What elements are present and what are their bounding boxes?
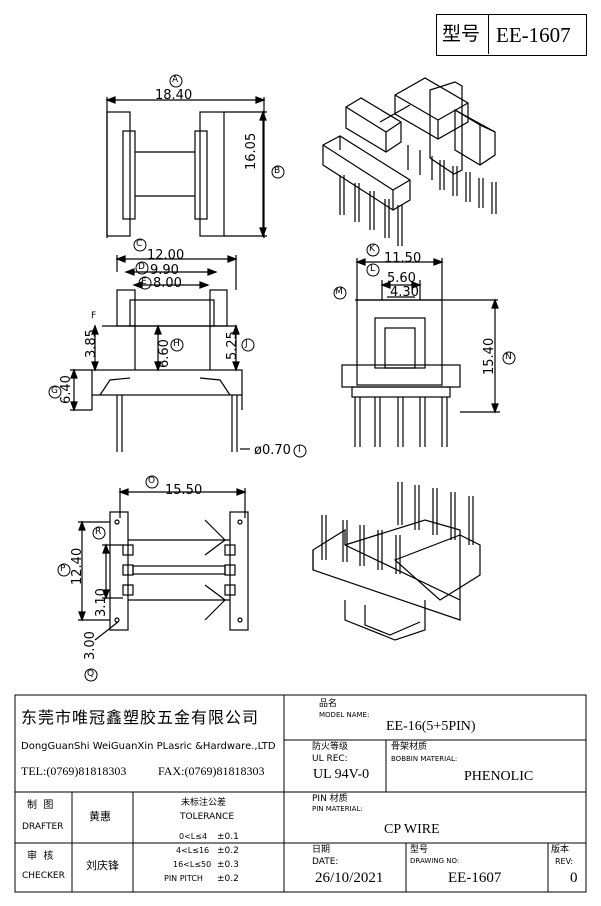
ul-label-cn: 防火等级 [312, 742, 349, 752]
date-label-cn: 日期 [312, 845, 331, 855]
dim-l-letter: L [370, 264, 376, 274]
checker-label-en: CHECKER [22, 871, 65, 881]
dim-a-value: 18.40 [155, 88, 193, 103]
dim-q-value: 3.00 [83, 631, 98, 660]
model-box: 型号 EE-1607 [436, 14, 587, 56]
dim-r-letter: R [95, 527, 102, 537]
dim-d-value: 9.90 [150, 263, 179, 278]
drafter-label-cn: 制 图 [27, 800, 54, 811]
dim-j-letter: J [245, 339, 248, 349]
side-view [341, 258, 500, 447]
dim-b-letter: B [274, 166, 281, 176]
dim-e-letter: E [141, 277, 147, 287]
bobbin-label-en: BOBBIN MATERIAL: [391, 755, 458, 763]
isometric-view-bottom [312, 482, 481, 641]
tolerance-range: 16<L≤50 [173, 860, 212, 869]
dim-i-letter: I [298, 445, 301, 455]
drawing-label-cn: 型号 [410, 845, 429, 855]
dim-p-letter: P [60, 564, 66, 574]
dim-o-letter: O [148, 476, 156, 486]
bobbin-label-cn: 骨架材质 [391, 742, 428, 752]
dim-d-letter: D [138, 262, 145, 272]
model-label: 型号 [442, 23, 481, 45]
date-value: 26/10/2021 [315, 870, 384, 886]
ul-label-en: UL REC: [312, 754, 348, 764]
dim-r-value: 3.10 [94, 588, 109, 617]
dim-i-value: ø0.70 [254, 443, 291, 458]
dim-c-letter: C [136, 239, 143, 249]
dim-m-letter: M [335, 287, 343, 297]
pin-label-cn: PIN 材质 [312, 794, 348, 804]
dim-g-value: 6.40 [59, 375, 74, 404]
tolerance-title-en: TOLERANCE [180, 812, 235, 822]
dim-f-value: 3.85 [84, 329, 99, 358]
pin-value: CP WIRE [384, 822, 440, 837]
tolerance-range: PIN PITCH [164, 874, 203, 883]
rev-label-cn: 版本 [551, 845, 570, 855]
drawing-value: EE-1607 [448, 870, 502, 886]
dim-e-value: 8.00 [153, 276, 182, 291]
checker-name: 刘庆锋 [86, 859, 119, 872]
date-label-en: DATE: [312, 857, 339, 867]
pin-label-en: PIN MATERIAL: [312, 805, 363, 813]
drafter-name: 黄惠 [89, 810, 111, 823]
dim-l-value: 5.60 [387, 271, 416, 286]
dim-q-letter: Q [87, 669, 95, 679]
tolerance-value: ±0.3 [217, 860, 239, 870]
dim-a-letter: A [172, 75, 179, 85]
dim-k-letter: K [369, 244, 375, 254]
dim-b-value: 16.05 [244, 132, 259, 170]
drafter-label-en: DRAFTER [22, 822, 64, 832]
front-view [70, 255, 250, 452]
dim-o-value: 15.50 [165, 483, 203, 498]
dim-n-value: 15.40 [482, 337, 497, 375]
dim-p-value: 12.40 [70, 547, 85, 585]
top-view [105, 96, 267, 238]
title-block-frame [14, 694, 587, 893]
dim-n-letter: N [505, 352, 512, 362]
bottom-view [78, 488, 249, 641]
company-fax: FAX:(0769)81818303 [158, 764, 265, 778]
isometric-view-top [322, 77, 497, 246]
dim-k-value: 11.50 [384, 251, 422, 266]
dimension-markers [48, 74, 516, 682]
model-name-value: EE-16(5+5PIN) [386, 719, 476, 734]
dim-c-value: 12.00 [147, 248, 185, 263]
ul-value: UL 94V-0 [313, 767, 370, 782]
dim-j-value: 5.25 [225, 331, 240, 360]
company-tel: TEL:(0769)81818303 [21, 764, 127, 778]
model-name-label-cn: 品名 [319, 699, 338, 709]
company-name-cn: 东莞市唯冠鑫塑胶五金有限公司 [21, 708, 260, 727]
rev-label-en: REV: [555, 857, 574, 866]
drawing-label-en: DRAWING NO: [410, 857, 460, 865]
tolerance-value: ±0.2 [217, 874, 239, 884]
bobbin-value: PHENOLIC [464, 769, 534, 784]
dim-g-letter: G [51, 386, 58, 396]
dim-m-value: 4.30 [390, 285, 419, 300]
tolerance-value: ±0.1 [217, 832, 239, 842]
dim-h-value: 6.60 [157, 339, 172, 368]
tolerance-range: 0<L≤4 [179, 832, 208, 841]
tolerance-value: ±0.2 [217, 846, 239, 856]
model-name-label-en: MODEL NAME: [319, 711, 370, 719]
rev-value: 0 [570, 870, 578, 886]
checker-label-cn: 审 核 [27, 851, 54, 862]
model-number: EE-1607 [496, 23, 571, 47]
dim-f-letter: F [91, 311, 97, 321]
tolerance-range: 4<L≤16 [176, 846, 210, 855]
dim-h-letter: H [173, 339, 180, 349]
company-name-en: DongGuanShi WeiGuanXin PLasric &Hardware… [21, 741, 276, 752]
tolerance-title-cn: 未标注公差 [181, 798, 227, 808]
